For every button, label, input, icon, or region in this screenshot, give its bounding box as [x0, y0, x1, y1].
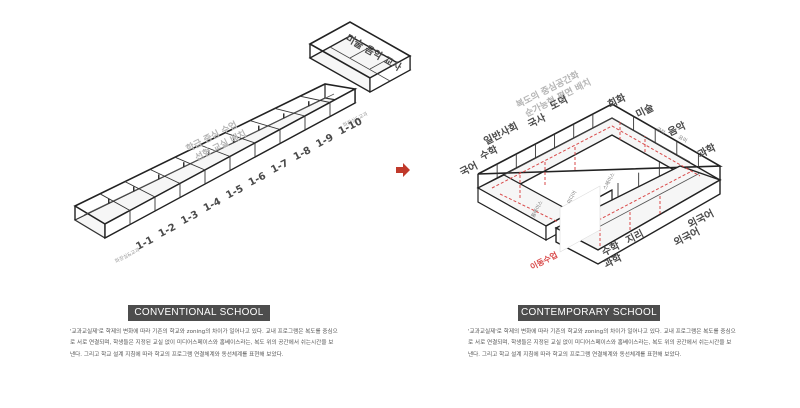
subject-label: 일반사회: [481, 119, 520, 147]
room-label: 1-9: [314, 132, 335, 150]
media-space-plane: [559, 185, 601, 253]
description-conventional: '교과교실제'로 학제의 변화에 따라 기존의 학교와 zoning의 차이가 …: [70, 329, 338, 358]
move-label: 이동수업: [528, 250, 559, 272]
caption-conventional: CONVENTIONAL SCHOOL: [128, 305, 270, 321]
room-label: 1-6: [247, 171, 268, 189]
room-small-label: 공작: [655, 126, 667, 137]
subject-label: 음악: [666, 119, 689, 138]
room-label: 1-7: [269, 158, 290, 176]
subject-label: 외국어: [671, 225, 702, 249]
classroom-partitions: [99, 95, 331, 225]
room-label: 1-3: [179, 209, 200, 227]
room-label: 1-5: [224, 183, 245, 201]
room-label: 1-2: [157, 222, 178, 240]
note-contemporary: 복도의 중심공간화 순가능형 평면 배치: [514, 68, 593, 119]
conventional-school-drawing: 미술 음악 교사 학급 중심 수업 선형 교실 배치 화장실&교과 화장실&교과…: [73, 21, 412, 265]
room-small-label: 요리: [677, 134, 688, 145]
room-label: 1-1: [134, 235, 155, 253]
room-label: 1-4: [202, 196, 223, 214]
subject-label: 과학: [695, 140, 718, 160]
transition-arrow: [396, 163, 410, 177]
room-label: 1-8: [292, 145, 313, 163]
description-contemporary: '교과교실제'로 학제의 변화에 따라 기존의 학교와 zoning의 차이가 …: [468, 329, 736, 358]
subject-label: 국어: [457, 159, 479, 179]
subject-label: 미술: [633, 101, 655, 121]
caption-contemporary: CONTEMPORARY SCHOOL: [518, 305, 660, 321]
inner-space-label: 스페이스: [602, 171, 617, 191]
subject-label: 회화: [605, 90, 628, 110]
